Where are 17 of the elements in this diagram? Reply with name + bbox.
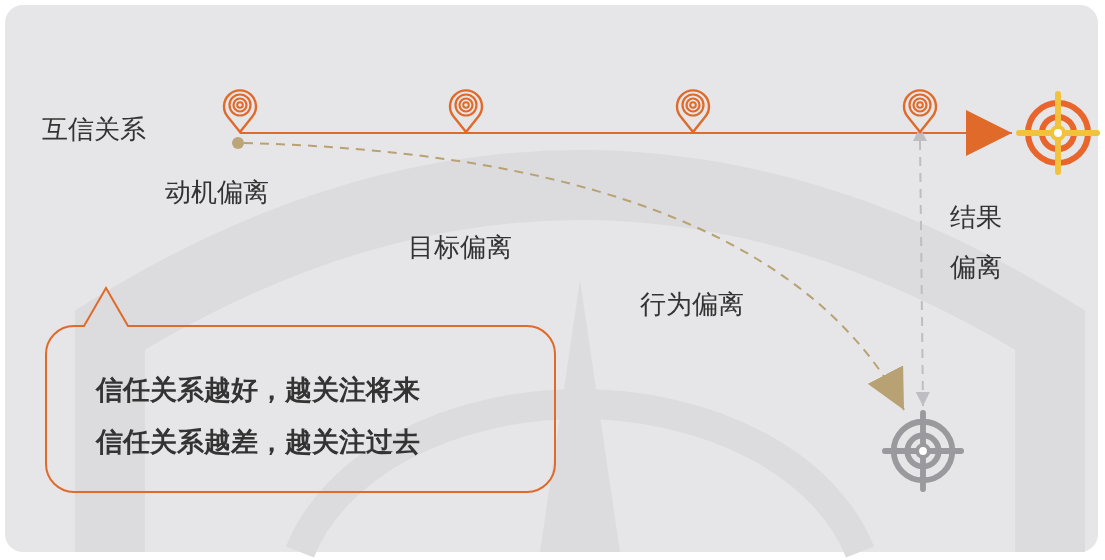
target-icon — [882, 410, 964, 492]
pin-icon — [448, 86, 484, 133]
callout-text: 信任关系越差，越关注过去 — [96, 425, 420, 459]
text-label: 动机偏离 — [165, 177, 269, 209]
line — [465, 132, 694, 134]
text-label: 目标偏离 — [408, 232, 512, 264]
pin-icon — [902, 86, 938, 133]
callout-box — [44, 284, 557, 494]
arrow — [243, 142, 905, 411]
text-label: 行为偏离 — [640, 289, 744, 321]
pin-icon — [222, 86, 258, 133]
text-label: 互信关系 — [42, 114, 146, 146]
text-label: 结果偏离 — [950, 201, 1003, 284]
target-icon — [1016, 91, 1100, 175]
pin-icon — [675, 86, 711, 133]
line — [239, 132, 467, 134]
callout-text: 信任关系越好，越关注将来 — [96, 373, 420, 407]
